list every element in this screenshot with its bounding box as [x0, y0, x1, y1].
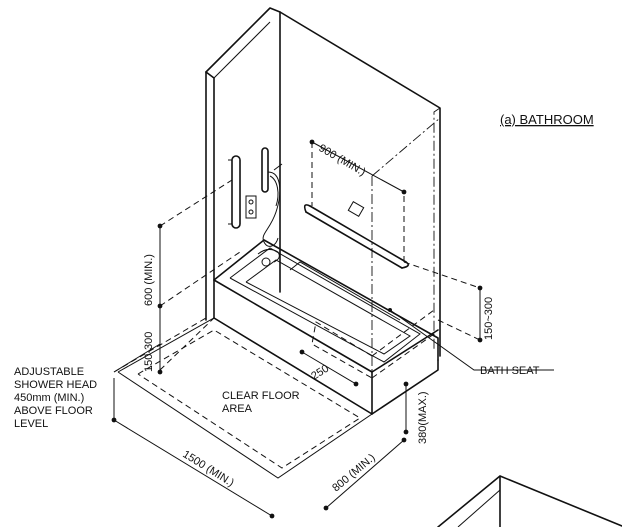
- dimension-lines: [111, 139, 483, 519]
- shower-controls: [245, 147, 283, 247]
- clear-floor-label-line: AREA: [222, 403, 252, 415]
- dim-seat-depth: 250: [309, 363, 331, 383]
- dim-grab-bar-width: 900 (MIN.): [317, 142, 368, 178]
- bath-seat: [311, 309, 435, 379]
- dim-offset-right: 150~300: [483, 297, 495, 340]
- bath-seat-leader: [388, 308, 554, 371]
- shower-head-note-line: 450mm (MIN.): [14, 392, 85, 404]
- shower-head-note-line: LEVEL: [14, 418, 49, 430]
- bath-seat-label: BATH SEAT: [480, 365, 540, 377]
- wall-outline: [205, 7, 441, 357]
- shower-head-note: ADJUSTABLE SHOWER HEAD 450mm (MIN.) ABOV…: [14, 366, 97, 431]
- horizontal-grab-bar: [303, 200, 410, 269]
- shower-head-note-line: SHOWER HEAD: [14, 379, 98, 391]
- dim-offset-left: 150-300: [143, 332, 155, 372]
- dim-vertical-bar-height: 600 (MIN.): [143, 254, 155, 306]
- figure-title: (a) BATHROOM: [500, 112, 594, 127]
- dim-floor-width: 800 (MIN.): [330, 452, 378, 495]
- shower-head-note-line: ADJUSTABLE: [14, 366, 85, 378]
- clear-floor-label-line: CLEAR FLOOR: [222, 390, 300, 402]
- dim-floor-length: 1500 (MIN.): [180, 448, 236, 489]
- bathtub: [213, 239, 439, 415]
- end-wall-outline: [371, 107, 441, 414]
- clear-floor-area: [117, 317, 373, 479]
- vertical-grab-bar: [228, 155, 241, 229]
- shower-head-note-line: ABOVE FLOOR: [14, 405, 93, 417]
- clear-floor-label: CLEAR FLOOR AREA: [222, 390, 300, 416]
- next-figure-edge: [437, 475, 622, 527]
- dim-tub-height: 380(MAX.): [417, 391, 429, 444]
